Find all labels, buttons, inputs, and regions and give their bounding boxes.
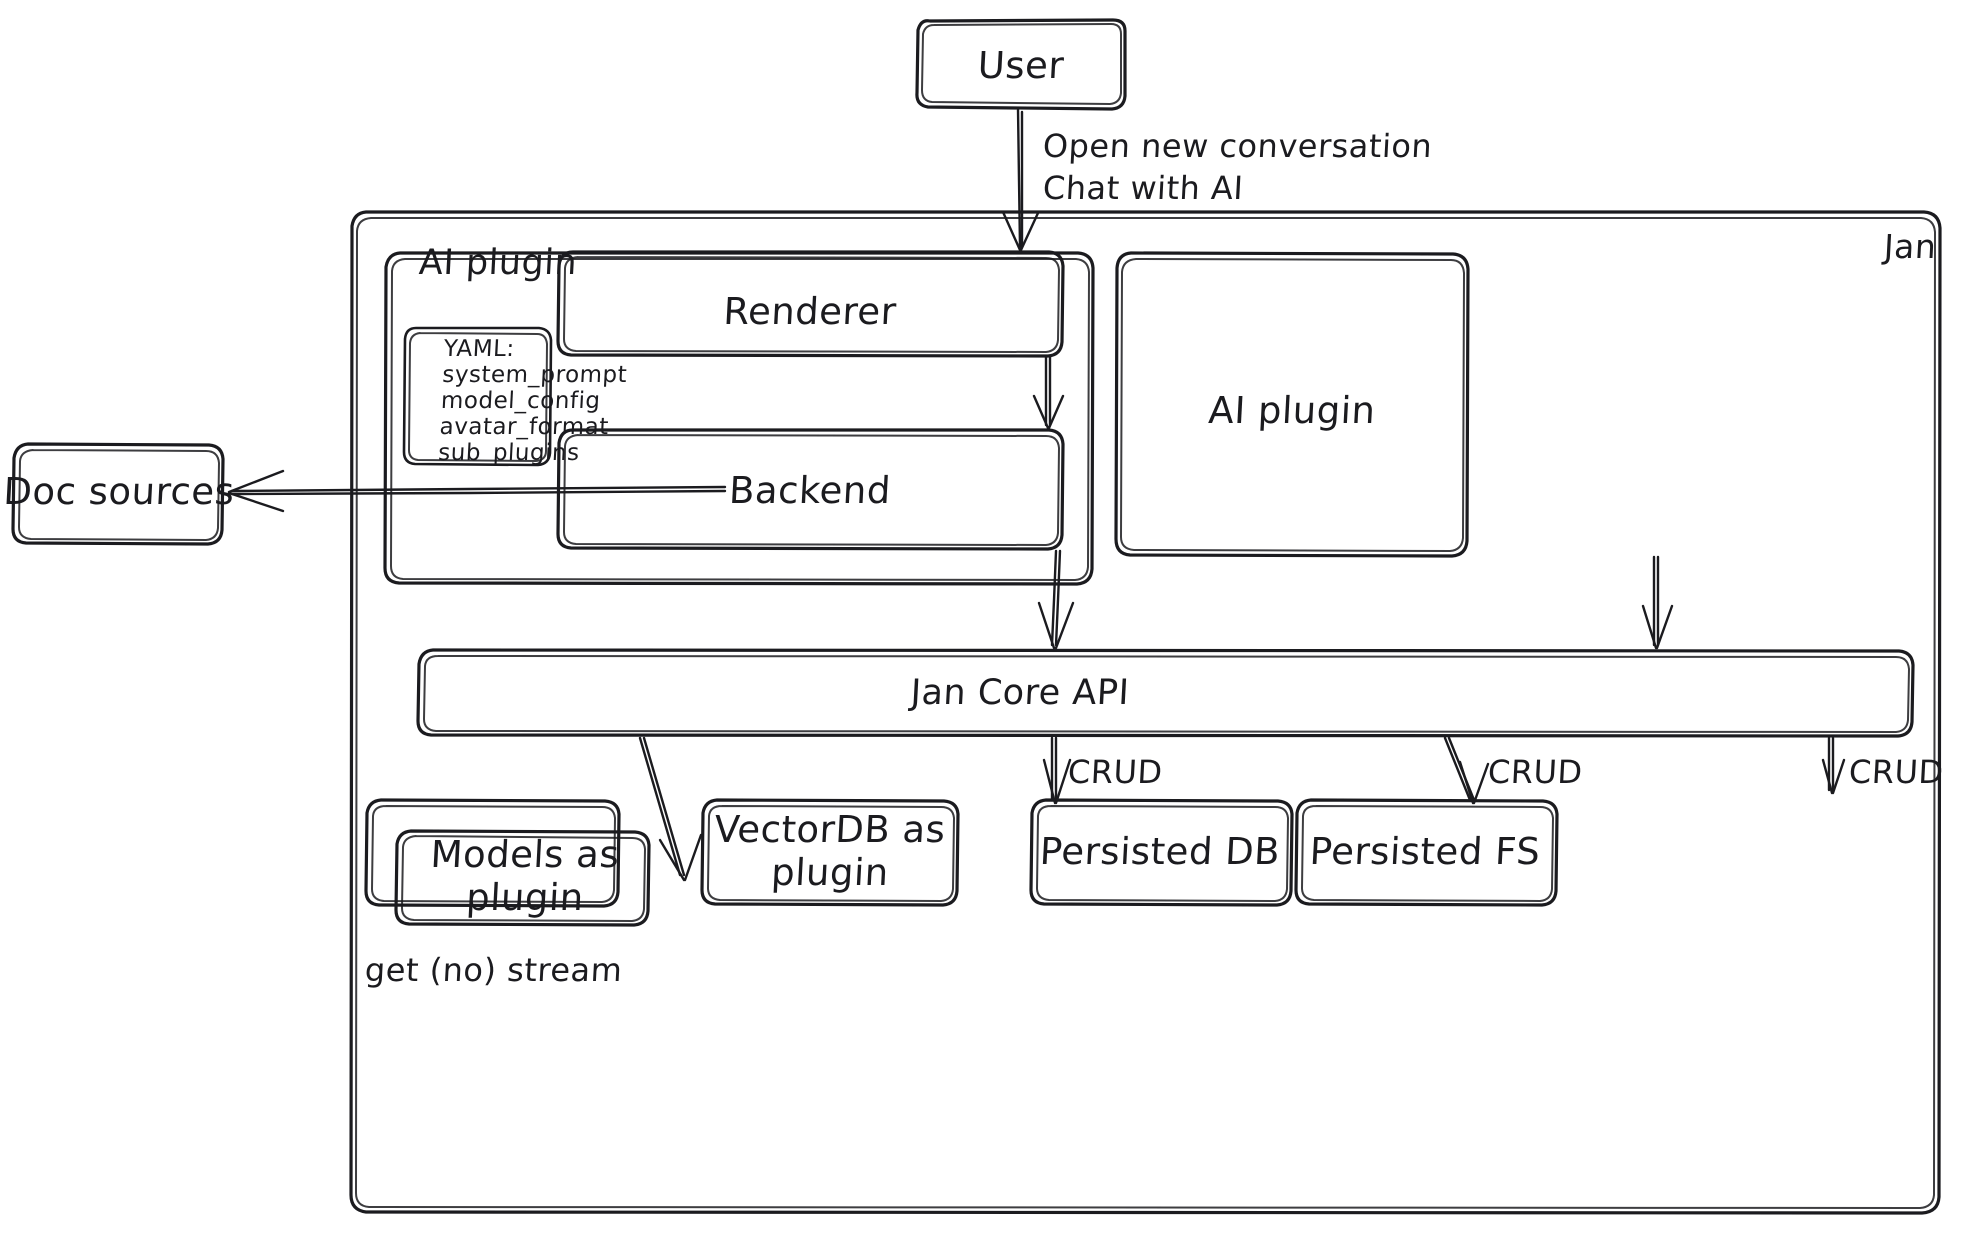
models-plugin-front-box-shape[interactable] (394, 829, 651, 927)
persisted-fs-label: Persisted FS (1308, 830, 1542, 873)
edge-renderer-to-backend (1032, 355, 1065, 430)
edge-label-chat-with-ai: Chat with AI (1042, 169, 1245, 207)
vectordb-plugin-label-line1: VectorDB as (713, 808, 947, 851)
edge-api-to-vectordb-plugin (1042, 736, 1072, 805)
ai-plugin-group-shape (383, 251, 1095, 586)
models-plugin-label-line1: Models as (429, 833, 621, 876)
edge-user-to-renderer (1001, 107, 1040, 252)
user-label: User (976, 44, 1066, 87)
persisted-db-box-shape[interactable] (1029, 798, 1294, 907)
backend-box-shape[interactable] (556, 428, 1065, 551)
edge-ai-plugin-to-jan-core-api (1641, 555, 1674, 650)
jan-container-shape (349, 210, 1942, 1215)
edge-backend-to-jan-core-api (1037, 549, 1075, 650)
vectordb-plugin-label-line2: plugin (770, 851, 890, 894)
edge-label-crud-persisted-fs: CRUD (1848, 753, 1945, 791)
edge-api-to-persisted-fs (1821, 736, 1846, 795)
ai-plugin-group-label: AI plugin (417, 243, 579, 283)
yaml-card-shape (402, 326, 553, 467)
vectordb-plugin-box-shape[interactable] (700, 798, 960, 907)
backend-label: Backend (728, 469, 892, 512)
persisted-db-label: Persisted DB (1038, 830, 1282, 873)
doc-sources-box-shape[interactable] (11, 442, 225, 546)
models-plugin-back-box-shape (364, 798, 621, 908)
persisted-fs-box-shape[interactable] (1294, 798, 1559, 907)
doc-sources-label: Doc sources (2, 470, 236, 513)
ai-plugin-box-shape[interactable] (1114, 251, 1470, 558)
yaml-card-text: YAML: system_prompt model_config avatar_… (437, 336, 628, 466)
user-box-shape[interactable] (915, 18, 1127, 111)
jan-container-label: Jan (1882, 227, 1938, 266)
edge-label-open-new-conversation: Open new conversation (1042, 127, 1434, 165)
edge-api-to-models-plugin (638, 736, 703, 882)
models-plugin-label-line2: plugin (465, 876, 585, 919)
edge-api-to-persisted-db (1443, 736, 1490, 805)
jan-core-api-label: Jan Core API (909, 673, 1131, 713)
jan-core-api-shape[interactable] (416, 648, 1915, 738)
edge-label-get-no-stream: get (no) stream (364, 951, 624, 989)
edge-label-crud-vectordb: CRUD (1067, 753, 1164, 791)
renderer-box-shape[interactable] (556, 250, 1065, 358)
edge-label-crud-persisted-db: CRUD (1487, 753, 1584, 791)
ai-plugin-box-label: AI plugin (1207, 389, 1377, 432)
renderer-label: Renderer (722, 290, 898, 333)
edge-backend-to-doc-sources (227, 469, 727, 513)
